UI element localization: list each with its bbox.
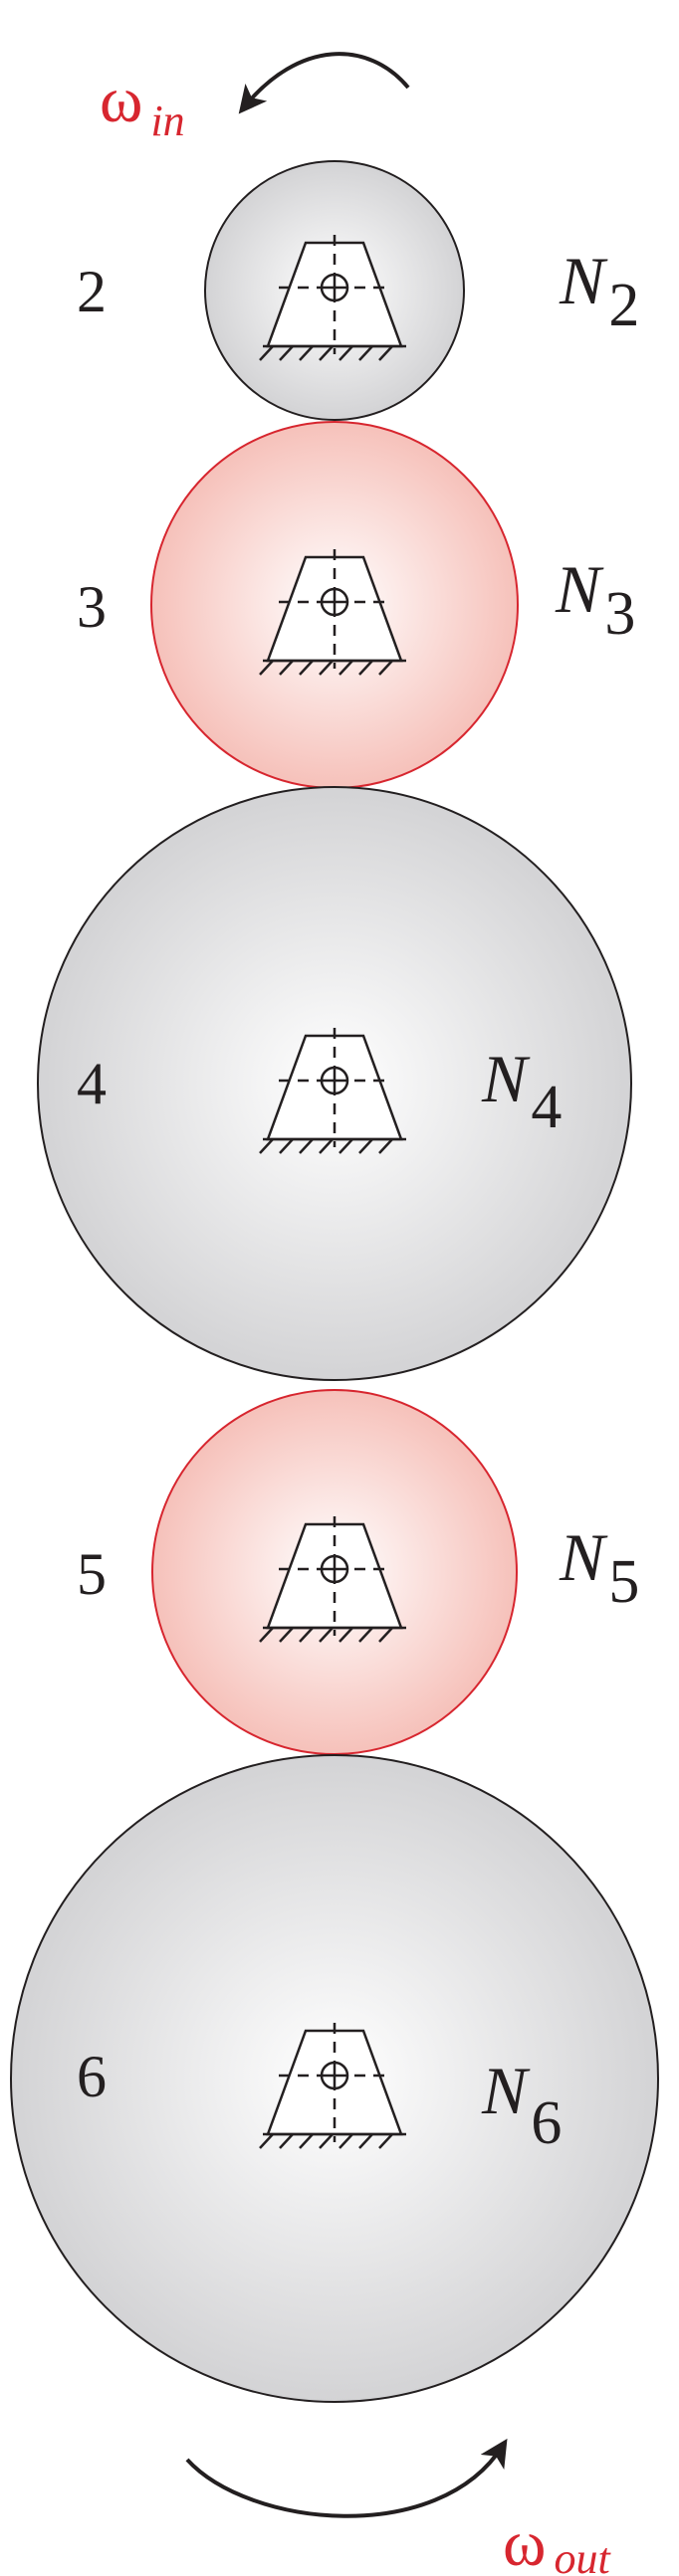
input-rotation-arrow [238, 52, 410, 114]
teeth-subscript: 6 [531, 2089, 562, 2157]
output-rotation-arrow [185, 2438, 508, 2518]
ground-hatch [339, 345, 353, 361]
teeth-symbol: N [559, 1519, 608, 1595]
omega-in-subscript: in [150, 97, 184, 145]
ground-hatch [259, 1138, 274, 1154]
omega-in-symbol: ω [100, 64, 142, 136]
ground-hatch [299, 1138, 314, 1154]
ground-hatch [279, 345, 294, 361]
omega-out-subscript: out [554, 2534, 611, 2576]
teeth-subscript: 4 [531, 1074, 562, 1141]
gear-6-number: 6 [77, 2044, 107, 2109]
gear-2-number: 2 [77, 259, 107, 324]
gear-5-bearing-support [259, 1516, 406, 1643]
gear-4-teeth-label: N4 [481, 1041, 562, 1141]
teeth-symbol: N [559, 243, 608, 318]
ground-hatch [299, 345, 314, 361]
gear-3-bearing-support [259, 549, 406, 676]
ground-hatch [339, 660, 353, 676]
ground-hatch [378, 660, 393, 676]
ground-hatch [279, 1138, 294, 1154]
gear-3-number: 3 [77, 574, 107, 640]
gear-5-number: 5 [77, 1541, 107, 1607]
gear-2-teeth-label: N2 [559, 243, 639, 339]
ground-hatch [378, 1138, 393, 1154]
teeth-subscript: 5 [608, 1548, 639, 1616]
ground-hatch [358, 660, 373, 676]
ground-hatch [319, 1138, 334, 1154]
ground-hatch [279, 2133, 294, 2149]
ground-hatch [319, 660, 334, 676]
teeth-subscript: 2 [608, 272, 639, 339]
ground-hatch [358, 1627, 373, 1643]
ground-hatch [339, 1138, 353, 1154]
ground-hatch [378, 2133, 393, 2149]
gear-6-teeth-label: N6 [481, 2053, 562, 2157]
gear-2-bearing-support [259, 235, 406, 361]
ground-hatch [358, 2133, 373, 2149]
ground-hatch [299, 2133, 314, 2149]
ground-hatch [259, 1627, 274, 1643]
teeth-symbol: N [481, 1041, 531, 1116]
ground-hatch [259, 2133, 274, 2149]
ground-hatch [339, 2133, 353, 2149]
gear-5-teeth-label: N5 [559, 1519, 639, 1616]
teeth-symbol: N [481, 2053, 531, 2128]
ground-hatch [339, 1627, 353, 1643]
ground-hatch [378, 1627, 393, 1643]
ground-hatch [279, 1627, 294, 1643]
ground-hatch [299, 660, 314, 676]
ground-hatch [259, 345, 274, 361]
ground-hatch [299, 1627, 314, 1643]
ground-hatch [358, 1138, 373, 1154]
ground-hatch [378, 345, 393, 361]
ground-hatch [279, 660, 294, 676]
gear-4-bearing-support [259, 1028, 406, 1154]
ground-hatch [358, 345, 373, 361]
ground-hatch [319, 345, 334, 361]
omega-out-symbol: ω [503, 2507, 546, 2576]
ground-hatch [319, 2133, 334, 2149]
ground-hatch [259, 660, 274, 676]
teeth-subscript: 3 [604, 580, 635, 648]
teeth-symbol: N [555, 551, 604, 627]
ground-hatch [319, 1627, 334, 1643]
gear-4-number: 4 [77, 1051, 107, 1116]
gear-6-bearing-support [259, 2023, 406, 2149]
gear-3-teeth-label: N3 [555, 551, 635, 648]
